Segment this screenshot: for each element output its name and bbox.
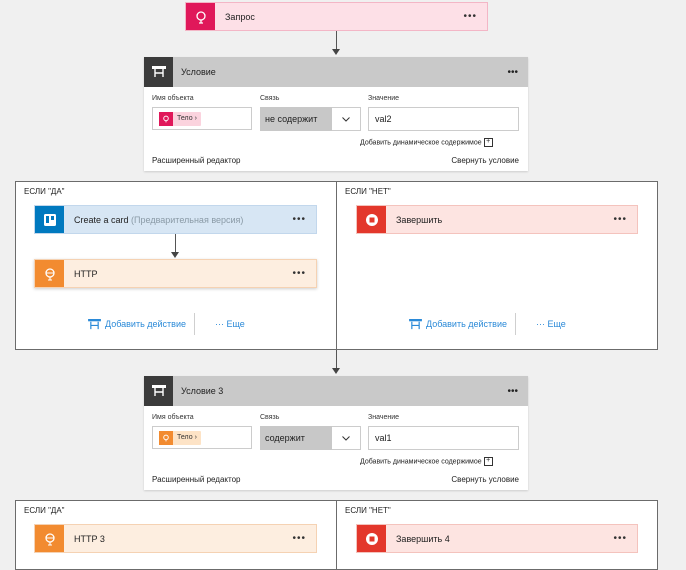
condition-1-card: Условие ••• Имя объекта Тело › Связь не … — [144, 57, 528, 171]
plus-box-icon: + — [483, 457, 493, 466]
relation-value: содержит — [260, 426, 333, 450]
value-label: Значение — [368, 95, 400, 102]
terminate-card[interactable]: Завершить ••• — [356, 205, 638, 234]
relation-dropdown[interactable]: содержит — [260, 426, 361, 450]
plus-box-icon: + — [483, 138, 493, 147]
connector-arrow-icon — [332, 49, 340, 55]
trello-card-title: Create a card — [74, 214, 129, 225]
condition-3-card: Условие 3 ••• Имя объекта Тело › Связь с… — [144, 376, 528, 490]
value-input[interactable]: val2 — [368, 107, 519, 131]
more-link[interactable]: ··· Еще — [215, 319, 245, 329]
trigger-card-request[interactable]: Запрос ••• — [185, 2, 488, 31]
condition-1-more-icon[interactable]: ••• — [507, 66, 518, 78]
add-action-button[interactable]: Добавить действие — [88, 318, 186, 330]
relation-value: не содержит — [260, 107, 333, 131]
terminate-stop-icon — [357, 206, 386, 233]
collapse-condition-link[interactable]: Свернуть условие — [451, 156, 519, 165]
http-3-card[interactable]: HTTP 3 ••• — [34, 524, 317, 553]
http-more-icon[interactable]: ••• — [292, 267, 306, 279]
terminate-4-card-title: Завершить 4 — [396, 533, 450, 544]
branch-yes-1-label: ЕСЛИ "ДА" — [24, 187, 65, 196]
trello-create-card[interactable]: Create a card (Предварительная версия) •… — [34, 205, 317, 234]
value-input[interactable]: val1 — [368, 426, 519, 450]
request-icon — [186, 3, 215, 30]
divider — [194, 313, 195, 335]
condition-icon — [409, 318, 422, 329]
condition-3-more-icon[interactable]: ••• — [507, 385, 518, 397]
collapse-condition-link[interactable]: Свернуть условие — [451, 475, 519, 484]
advanced-editor-link[interactable]: Расширенный редактор — [152, 475, 241, 484]
request-token-icon — [159, 111, 173, 126]
condition-icon — [88, 318, 101, 329]
branch-no-1-actions: Добавить действие ··· Еще — [409, 313, 566, 335]
condition-1-header[interactable]: Условие ••• — [144, 57, 528, 87]
terminate-stop-icon — [357, 525, 386, 552]
object-name-label: Имя объекта — [152, 414, 194, 421]
http-3-card-title: HTTP 3 — [74, 533, 105, 544]
token-chevron-icon: › — [194, 115, 197, 122]
http-card[interactable]: HTTP ••• — [34, 259, 317, 288]
object-name-field[interactable]: Тело › — [152, 426, 252, 449]
condition-3-body: Имя объекта Тело › Связь содержит Значен… — [144, 406, 528, 490]
http-card-title: HTTP — [74, 268, 98, 279]
condition-3-title: Условие 3 — [181, 386, 224, 396]
trello-card-subtitle: (Предварительная версия) — [131, 214, 244, 225]
add-action-button[interactable]: Добавить действие — [409, 318, 507, 330]
trigger-title: Запрос — [225, 11, 255, 22]
condition-1-body: Имя объекта Тело › Связь не содержит Зна… — [144, 87, 528, 171]
chevron-down-icon — [332, 107, 361, 131]
body-token[interactable]: Тело › — [159, 111, 201, 126]
relation-label: Связь — [260, 95, 280, 102]
http-token-icon — [159, 430, 173, 445]
relation-dropdown[interactable]: не содержит — [260, 107, 361, 131]
body-token[interactable]: Тело › — [159, 430, 201, 445]
connector-arrow-icon — [171, 252, 179, 258]
branch-no-3-label: ЕСЛИ "НЕТ" — [345, 506, 391, 515]
terminate-card-title: Завершить — [396, 214, 443, 225]
connector-arrow-icon — [332, 368, 340, 374]
add-dynamic-content-link[interactable]: Добавить динамическое содержимое + — [360, 457, 493, 466]
branch-yes-3-label: ЕСЛИ "ДА" — [24, 506, 65, 515]
condition-1-title: Условие — [181, 67, 216, 77]
object-name-label: Имя объекта — [152, 95, 194, 102]
terminate-4-card[interactable]: Завершить 4 ••• — [356, 524, 638, 553]
object-name-field[interactable]: Тело › — [152, 107, 252, 130]
more-link[interactable]: ··· Еще — [536, 319, 566, 329]
condition-3-header[interactable]: Условие 3 ••• — [144, 376, 528, 406]
branch-yes-1-actions: Добавить действие ··· Еще — [88, 313, 245, 335]
trello-more-icon[interactable]: ••• — [292, 213, 306, 225]
connector-line — [336, 31, 337, 50]
terminate-more-icon[interactable]: ••• — [613, 213, 627, 225]
branch-no-1-label: ЕСЛИ "НЕТ" — [345, 187, 391, 196]
http-globe-icon — [35, 260, 64, 287]
condition-icon — [144, 57, 173, 87]
divider — [515, 313, 516, 335]
chevron-down-icon — [332, 426, 361, 450]
terminate-4-more-icon[interactable]: ••• — [613, 532, 627, 544]
advanced-editor-link[interactable]: Расширенный редактор — [152, 156, 241, 165]
trigger-more-icon[interactable]: ••• — [463, 10, 477, 22]
value-label: Значение — [368, 414, 400, 421]
token-chevron-icon: › — [194, 434, 197, 441]
http-3-more-icon[interactable]: ••• — [292, 532, 306, 544]
add-dynamic-content-link[interactable]: Добавить динамическое содержимое + — [360, 138, 493, 147]
connector-line — [336, 350, 337, 369]
trello-icon — [35, 206, 64, 233]
connector-line — [175, 234, 176, 253]
relation-label: Связь — [260, 414, 280, 421]
condition-icon — [144, 376, 173, 406]
http-globe-icon — [35, 525, 64, 552]
